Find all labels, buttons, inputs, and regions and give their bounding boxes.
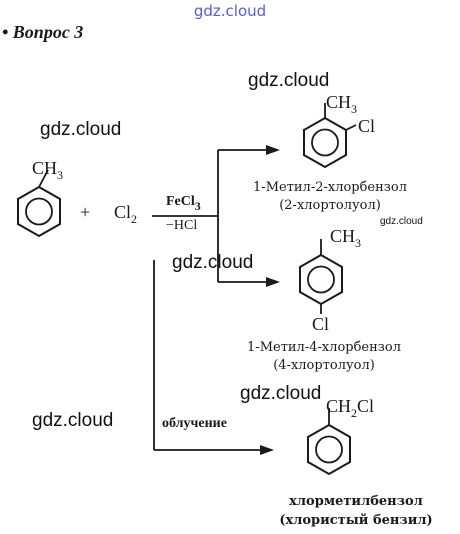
watermark: gdz.cloud — [248, 70, 330, 91]
product2-ch3-label: CH3 — [330, 226, 362, 250]
product3-name: хлорметилбензол — [289, 494, 423, 509]
watermark: gdz.cloud — [240, 383, 322, 404]
header-watermark: gdz.cloud — [193, 2, 267, 20]
toluene-benzene-ring — [17, 169, 61, 238]
product3-common-name: (хлористый бензил) — [279, 513, 433, 528]
product3-ch2cl-label: CH2Cl — [326, 396, 375, 420]
product1-name: 1-Метил-2-хлорбензол — [253, 180, 407, 195]
product3-benzene-ring — [307, 408, 351, 476]
watermark: gdz.cloud — [32, 410, 114, 431]
product1-ch3-label: CH3 — [326, 92, 358, 116]
product2-cl-label: Cl — [312, 314, 330, 334]
product1-cl-label: Cl — [358, 116, 376, 136]
product1-common-name: (2-хлортолуол) — [279, 198, 381, 213]
watermark-small: gdz.cloud — [380, 216, 423, 227]
plus-sign: + — [80, 202, 91, 222]
product2-name: 1-Метил-4-хлорбензол — [247, 340, 401, 355]
product1-benzene-ring — [303, 103, 357, 169]
catalyst-label: FeCl3 — [166, 194, 201, 213]
watermark: gdz.cloud — [40, 119, 122, 140]
chlorine-reactant: Cl2 — [114, 202, 138, 226]
product2-common-name: (4-хлортолуол) — [273, 358, 375, 373]
reactant-ch3-label: CH3 — [32, 158, 64, 182]
watermark: gdz.cloud — [172, 252, 254, 273]
question-title: • Вопрос 3 — [2, 22, 84, 42]
product2-benzene-ring — [299, 239, 343, 314]
byproduct-label: −HCl — [166, 218, 198, 233]
light-condition-label: облучение — [162, 416, 227, 431]
